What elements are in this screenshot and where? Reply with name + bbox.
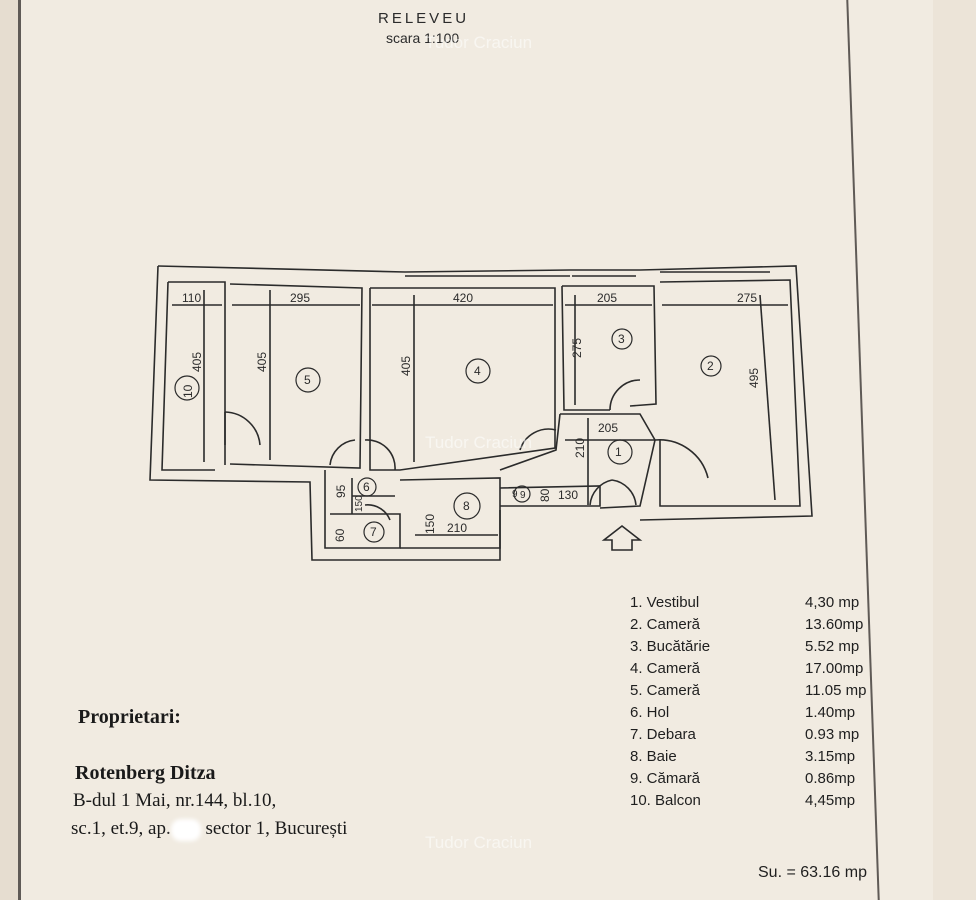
legend-room-area: 1.40mp: [805, 704, 856, 721]
owner-address-line1: B-dul 1 Mai, nr.144, bl.10,: [73, 790, 277, 811]
dim-210-vestibul: 210: [573, 438, 587, 458]
outer-wall-top: [157, 265, 813, 521]
dim-150-hol: 150: [354, 495, 365, 512]
dim-150-baie: 150: [423, 514, 437, 534]
dim-80: 80: [538, 488, 552, 502]
address-line2-prefix: sc.1, et.9, ap.: [71, 818, 171, 839]
room-label-5: 5: [304, 373, 311, 387]
legend-room-area: 17.00mp: [805, 660, 864, 677]
legend-room-name: 3. Bucătărie: [630, 638, 711, 655]
owners-heading: Proprietari:: [78, 706, 181, 728]
dim-295: 295: [290, 291, 310, 305]
room-label-7: 7: [370, 525, 377, 539]
outer-wall-bottom: [149, 265, 501, 561]
watermark-top: Tudor Craciun: [425, 33, 533, 52]
legend-room-name: 9. Cămară: [630, 770, 701, 787]
legend-row: 10. Balcon 4,45mp: [630, 792, 900, 814]
total-area: Su. = 63.16 mp: [758, 864, 867, 881]
legend-room-name: 4. Cameră: [630, 660, 701, 677]
area-legend: 1. Vestibul 4,30 mp 2. Cameră 13.60mp 3. B…: [630, 594, 900, 814]
room-label-1: 1: [615, 445, 622, 459]
legend-row: 1. Vestibul 4,30 mp: [630, 594, 900, 616]
dim-275-vertical: 275: [570, 338, 584, 358]
document-scale: scara 1:100: [386, 30, 460, 46]
dim-60: 60: [333, 528, 347, 542]
legend-room-area: 0.86mp: [805, 770, 856, 787]
legend-room-area: 4,45mp: [805, 792, 856, 809]
legend-room-area: 0.93 mp: [805, 726, 860, 743]
room-9-walls: [499, 485, 601, 507]
dim-495: 495: [747, 368, 761, 388]
legend-room-name: 5. Cameră: [630, 682, 701, 699]
legend-row: 8. Baie 3.15mp: [630, 748, 900, 770]
dim-205-top: 205: [597, 291, 617, 305]
legend-row: 2. Cameră 13.60mp: [630, 616, 900, 638]
dim-405-room5: 405: [255, 352, 269, 372]
legend-room-name: 10. Balcon: [630, 792, 701, 809]
room-5-walls: [229, 283, 363, 469]
legend-room-area: 11.05 mp: [805, 682, 867, 699]
dim-95: 95: [334, 484, 348, 498]
watermark-middle: Tudor Craciun: [425, 433, 533, 452]
dim-420: 420: [453, 291, 473, 305]
watermark-bottom: Tudor Craciun: [425, 833, 533, 852]
room-2-walls: [659, 279, 801, 507]
dim-405-room4: 405: [399, 356, 413, 376]
legend-room-area: 13.60mp: [805, 616, 864, 633]
dim-9: 9: [520, 490, 526, 501]
owner-address-line2: sc.1, et.9, ap. sector 1, București: [71, 818, 347, 841]
dim-275-top: 275: [737, 291, 757, 305]
legend-row: 5. Cameră 11.05 mp: [630, 682, 900, 704]
room-label-4: 4: [474, 364, 481, 378]
dim-205-vestibul: 205: [598, 421, 618, 435]
legend-room-name: 7. Debara: [630, 726, 696, 743]
dim-110: 110: [182, 291, 201, 305]
document-page: [18, 0, 933, 900]
legend-row: 3. Bucătărie 5.52 mp: [630, 638, 900, 660]
page-border-left: [18, 0, 21, 900]
legend-room-name: 8. Baie: [630, 748, 677, 765]
redacted-apartment-number: [170, 818, 201, 841]
legend-row: 7. Debara 0.93 mp: [630, 726, 900, 748]
legend-row: 9. Cămară 0.86mp: [630, 770, 900, 792]
room-label-10: 10: [181, 384, 195, 398]
room-label-9: 9: [512, 489, 518, 500]
legend-room-name: 6. Hol: [630, 704, 670, 721]
legend-row: 4. Cameră 17.00mp: [630, 660, 900, 682]
room-label-6: 6: [363, 480, 370, 494]
room-label-8: 8: [463, 499, 470, 513]
address-line2-suffix: sector 1, București: [200, 818, 348, 839]
room-label-3: 3: [618, 332, 625, 346]
dim-210-baie: 210: [447, 521, 467, 535]
owner-name: Rotenberg Ditza: [75, 762, 216, 784]
legend-row: 6. Hol 1.40mp: [630, 704, 900, 726]
legend-room-area: 3.15mp: [805, 748, 856, 765]
legend-room-area: 4,30 mp: [805, 594, 860, 611]
dim-130: 130: [558, 488, 578, 502]
dim-405-balcon: 405: [190, 352, 204, 372]
legend-room-area: 5.52 mp: [805, 638, 860, 655]
room-label-2: 2: [707, 359, 714, 373]
legend-room-name: 2. Cameră: [630, 616, 701, 633]
document-title: RELEVEU: [378, 10, 470, 27]
room-8-walls: [399, 477, 501, 549]
legend-room-name: 1. Vestibul: [630, 594, 700, 611]
